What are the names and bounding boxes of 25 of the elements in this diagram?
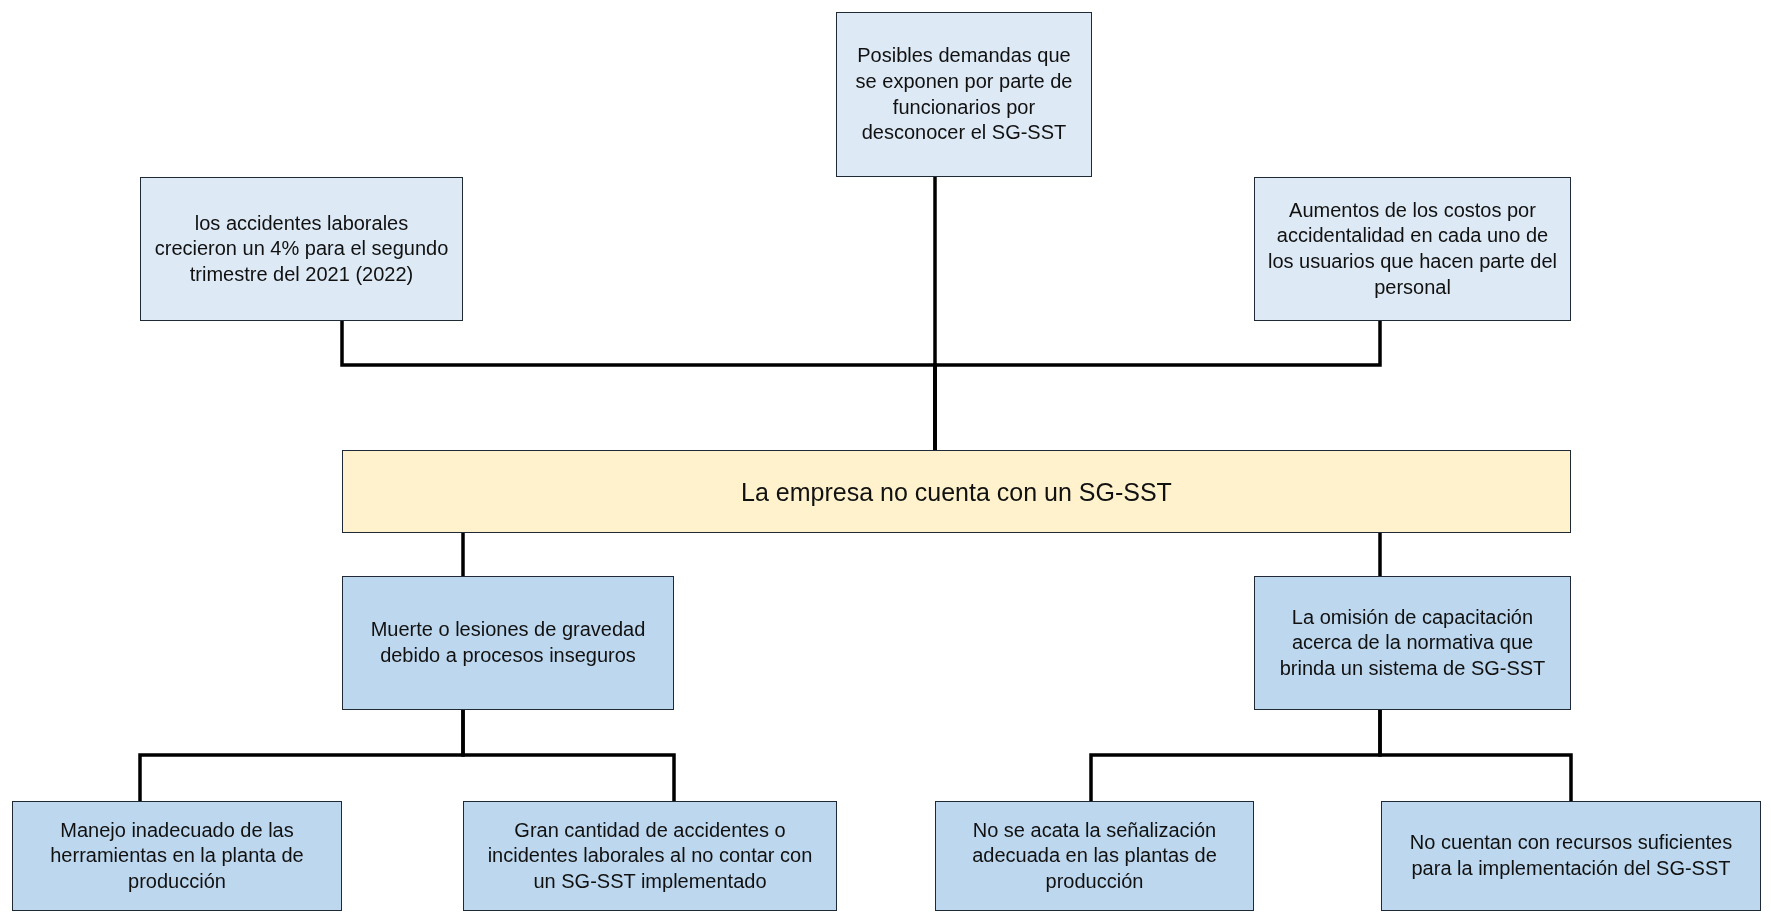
cause-box (12, 801, 342, 911)
box-text: Manejo inadecuado de las herramientas en la planta de producción (49, 817, 305, 894)
cause-box (935, 801, 1254, 911)
effect-box (836, 12, 1092, 177)
problem-box (342, 450, 1571, 533)
box-text: No se acata la señalización adecuada en las plantas de producción (971, 817, 1218, 894)
box-text: Aumentos de los costos por accidentalidad en cada uno de los usuarios que hacen parte del personal (1266, 197, 1559, 300)
connector-line (1378, 533, 1382, 576)
cause-box (1381, 801, 1761, 911)
cause-box (1254, 576, 1571, 710)
box-text: Gran cantidad de accidentes o incidentes laborales al no contar con un SG-SST implementado (486, 817, 814, 894)
connector-line (933, 321, 1382, 450)
cause-box (463, 801, 837, 911)
effect-box (140, 177, 463, 321)
box-text: Muerte o lesiones de gravedad debido a procesos inseguros (369, 617, 647, 668)
box-text: los accidentes laborales crecieron un 4% para el segundo trimestre del 2021 (2022) (153, 210, 450, 287)
box-text: La empresa no cuenta con un SG-SST (741, 476, 1172, 508)
effect-box (1254, 177, 1571, 321)
connector-line (461, 710, 676, 801)
box-text: Posibles demandas que se exponen por parte de funcionarios por desconocer el SG-SST (854, 43, 1074, 146)
cause-box (342, 576, 674, 710)
connector-line (1378, 710, 1573, 801)
connector-line (461, 533, 465, 576)
box-text: La omisión de capacitación acerca de la normativa que brinda un sistema de SG-SST (1278, 604, 1547, 681)
box-text: No cuentan con recursos suficientes para la implementación del SG-SST (1408, 830, 1734, 881)
